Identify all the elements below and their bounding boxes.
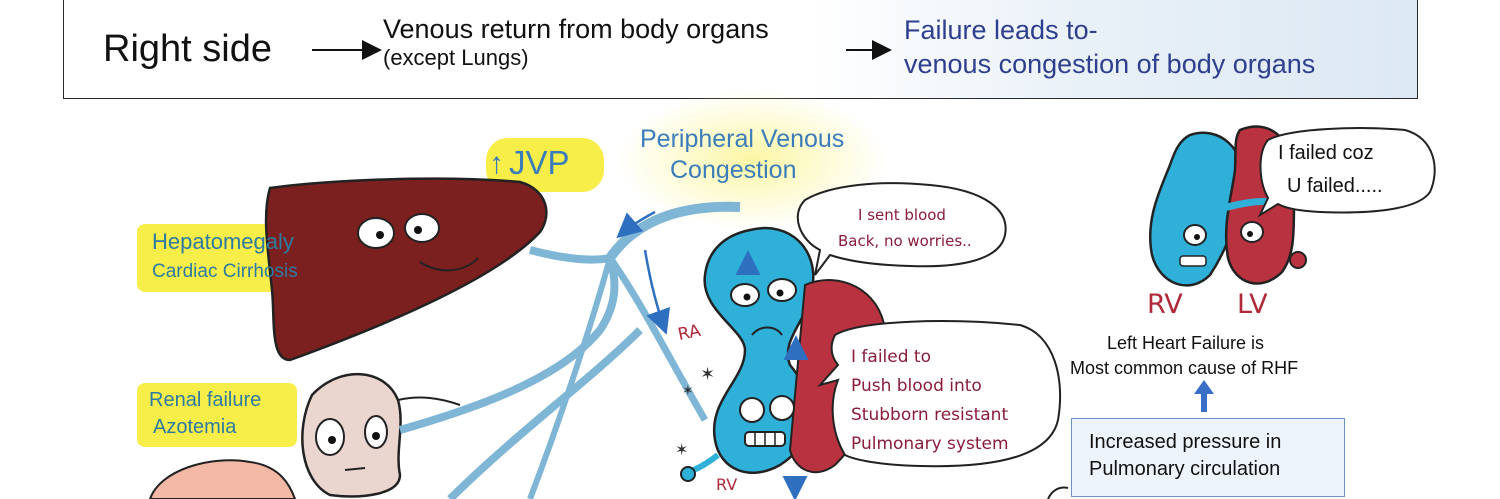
lhf-note-line1: Left Heart Failure is (1107, 333, 1265, 353)
flow-arrow-1 (616, 210, 656, 239)
pressure-box (1071, 418, 1345, 497)
bubble-failed-line4: Pulmonary system (851, 434, 1009, 454)
failure-leads-text: Failure leads to- (904, 15, 1098, 45)
jvp-highlight (486, 138, 604, 192)
bubble-lv-line1: I failed coz (1278, 142, 1374, 164)
lhf-note-line2: Most common cause of RHF (1070, 358, 1299, 378)
bubble-failed-line2: Push blood into (851, 376, 982, 396)
liver-eye-left (357, 217, 395, 249)
peripheral-venous-label: Peripheral Venous (640, 125, 845, 153)
liver (264, 177, 548, 362)
flow-arrow-2 (643, 249, 670, 335)
except-lungs-text: (except Lungs) (383, 45, 529, 70)
vein-to-kidney (398, 256, 619, 434)
rv-small-label: RV (716, 475, 738, 494)
bubble-failed-line3: Stubborn resistant (851, 405, 1009, 425)
bubble-lv-line2: U failed..... (1287, 175, 1383, 197)
right-side-title: Right side (103, 28, 272, 70)
svg-text:✶: ✶ (675, 442, 688, 459)
svg-text:✶: ✶ (682, 382, 694, 398)
lv-label: LV (1237, 289, 1268, 320)
header-box (63, 0, 1418, 99)
intestine (148, 459, 297, 499)
jvp-label: JVP (509, 144, 570, 181)
vein-center (527, 257, 613, 499)
liver-eye-right (404, 213, 440, 243)
bubble-sent (796, 182, 1007, 276)
pressure-line2: Pulmonary circulation (1089, 458, 1281, 480)
vein-main (605, 201, 741, 261)
cardiac-cirrhosis-label: Cardiac Cirrhosis (152, 261, 298, 282)
kidney (301, 372, 402, 498)
bubble-failed-line1: I failed to (851, 347, 931, 367)
vein-lower (447, 327, 643, 499)
pressure-line1: Increased pressure in (1089, 431, 1282, 453)
svg-text:✶: ✶ (700, 364, 715, 384)
vein-to-liver (528, 246, 611, 264)
bubble-failed (816, 320, 1062, 468)
rv-label: RV (1147, 289, 1183, 320)
bubble-lv (1257, 127, 1436, 218)
congestion-label: Congestion (670, 156, 797, 184)
jvp-up-arrow-icon: ↑ (489, 147, 504, 180)
venous-congestion-text: venous congestion of body organs (904, 49, 1316, 79)
bubble-sent-line1: I sent blood (858, 206, 946, 224)
hepatomegaly-label: Hepatomegaly (152, 229, 294, 254)
venous-return-text: Venous return from body organs (383, 14, 769, 44)
azotemia-label: Azotemia (153, 416, 237, 438)
renal-failure-label: Renal failure (149, 389, 262, 411)
renal-highlight (137, 383, 297, 447)
bubble-sent-line2: Back, no worries.. (838, 232, 972, 250)
